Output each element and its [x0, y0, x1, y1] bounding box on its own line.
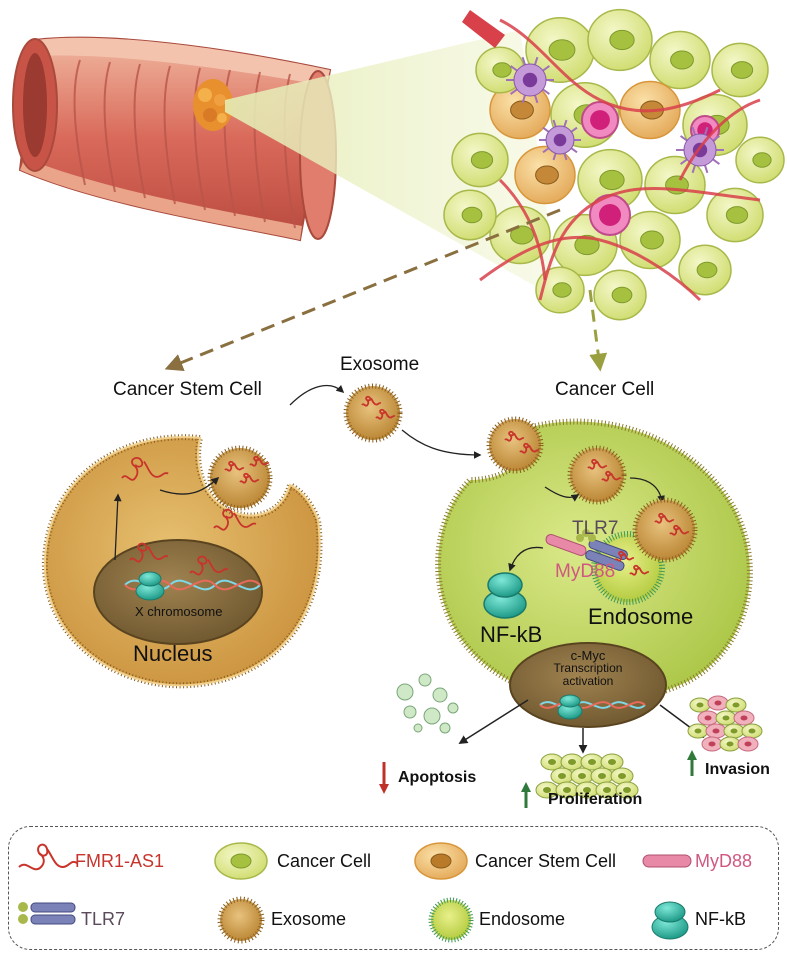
exosome-free [343, 383, 403, 443]
legend-exosome-label: Exosome [271, 909, 347, 929]
legend-icons [18, 842, 692, 944]
internal-exosome [567, 445, 627, 505]
invasion-cells [687, 695, 763, 752]
legend-tlr7-icon [18, 902, 76, 925]
diagram-artwork [12, 8, 785, 808]
legend-cancer-cell-icon [214, 842, 268, 880]
label-invasion: Invasion [705, 761, 770, 778]
label-proliferation: Proliferation [548, 791, 643, 808]
legend-tlr7-label: TLR7 [81, 909, 126, 929]
connector-to-stem-cell [164, 208, 561, 371]
label-endosome: Endosome [588, 604, 694, 629]
fmr1-rna-molecules [121, 395, 690, 576]
nfkb-cytoplasm [483, 572, 527, 619]
legend-cancer-stem-cell-icon [414, 842, 468, 880]
entering-exosome [486, 416, 544, 474]
legend-endosome-label: Endosome [479, 909, 566, 929]
legend-cancer-cell-label: Cancer Cell [277, 851, 372, 871]
arrow-nucleus-to-rna [113, 493, 122, 561]
label-x-chromosome: X chromosome [135, 604, 223, 619]
tumor-mass [193, 79, 233, 131]
recipient-cancer-cell [435, 416, 753, 728]
legend-exosome-icon [217, 896, 265, 944]
label-transcription: Transcription [553, 661, 623, 675]
legend-cancer-stem-cell-label: Cancer Stem Cell [475, 851, 617, 871]
cancer-stem-cell [41, 434, 323, 689]
label-myd88: MyD88 [555, 561, 616, 582]
legend-nfkb-label: NF-kB [695, 909, 746, 929]
apoptotic-fragments [396, 673, 459, 734]
legend-panel: FMR1-AS1 Cancer Cell Cancer Stem Cell My… [8, 826, 779, 950]
arrow-stem-to-exosome [289, 384, 345, 406]
proliferation-cells [535, 753, 639, 799]
legend-myd88-label: MyD88 [695, 851, 753, 871]
label-apoptosis: Apoptosis [398, 769, 477, 786]
label-activation: activation [562, 674, 614, 688]
label-exosome: Exosome [340, 354, 420, 375]
label-cancer-stem-cell: Cancer Stem Cell [113, 379, 262, 400]
label-tlr7: TLR7 [572, 518, 619, 539]
label-cmyc: c-Myc [570, 648, 606, 663]
tumor-cell-cluster [443, 8, 785, 321]
legend-fmr1-icon [18, 843, 78, 871]
nucleus-shape [93, 539, 263, 645]
arrow-exosome-to-cancer-cell [401, 429, 482, 459]
tlr7-myd88-complex [545, 529, 628, 571]
budding-exosome [207, 445, 273, 511]
label-nucleus: Nucleus [133, 641, 213, 666]
legend-nfkb-icon [651, 901, 689, 940]
arrow-rna-to-exosome [159, 476, 220, 495]
legend-fmr1-label: FMR1-AS1 [75, 851, 165, 871]
connector-to-cancer-cell [588, 289, 608, 372]
label-cancer-cell: Cancer Cell [555, 379, 655, 400]
legend-endosome-icon [428, 897, 474, 943]
nfkb-in-nucleus [135, 571, 165, 601]
label-nfkb: NF-kB [480, 622, 543, 647]
arrow-to-apoptosis [458, 699, 529, 744]
legend-myd88-icon [642, 854, 692, 868]
